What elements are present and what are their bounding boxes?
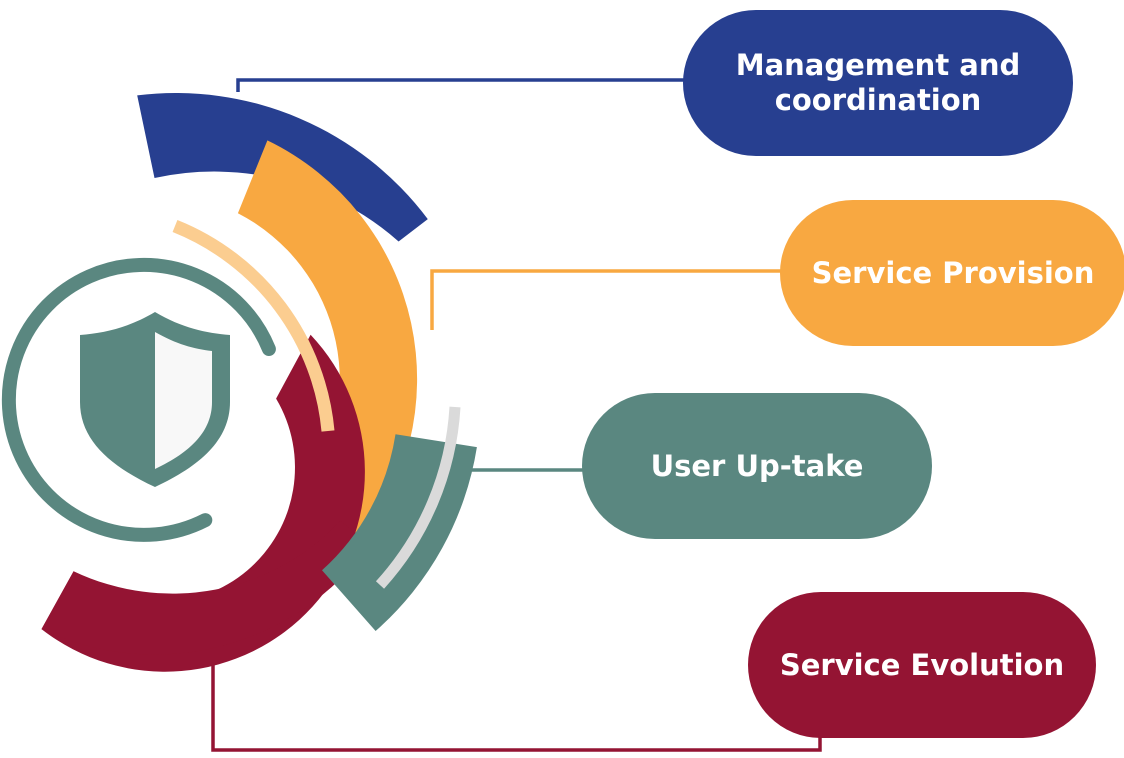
service-evolution-pill: Service Evolution	[748, 592, 1096, 738]
light-orange-arc	[172, 219, 335, 432]
user-uptake-pill: User Up-take	[582, 393, 932, 539]
connector-management	[236, 78, 690, 92]
provision-arc	[237, 140, 418, 549]
management-and-coordination-pill: Management and coordination	[683, 10, 1073, 156]
service-provision-pill: Service Provision	[780, 200, 1124, 346]
connector-evolution	[211, 655, 822, 752]
shield-icon	[80, 312, 230, 487]
evolution-arc-lower	[41, 520, 371, 655]
gray-arc	[375, 406, 461, 589]
connector-provision	[430, 269, 785, 330]
inner-ring	[1, 257, 276, 542]
